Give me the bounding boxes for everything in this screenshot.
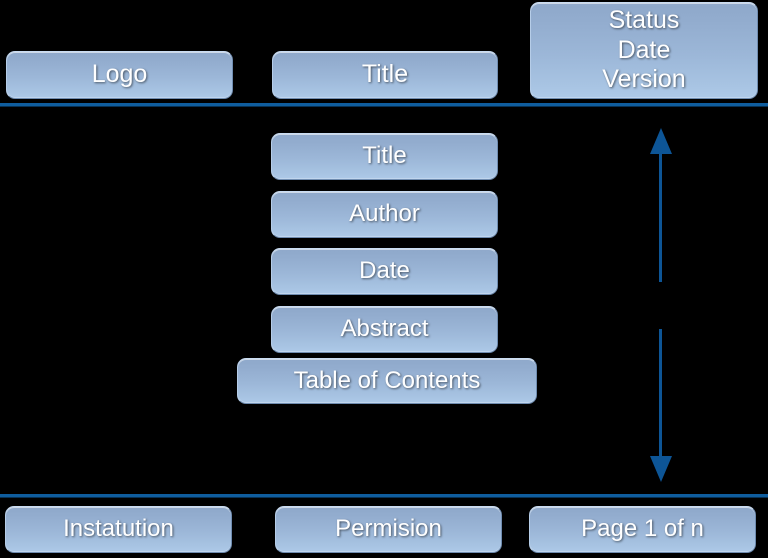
arrow-head-up-icon	[650, 128, 672, 154]
header-logo-label: Logo	[91, 60, 148, 89]
body-block-author[interactable]: Author	[271, 191, 498, 238]
header-title-box[interactable]: Title	[272, 51, 498, 99]
body-block-date[interactable]: Date	[271, 248, 498, 295]
page-height-arrow	[650, 128, 672, 482]
body-block-abstract[interactable]: Abstract	[271, 306, 498, 353]
body-block-table-of-contents[interactable]: Table of Contents	[237, 358, 537, 404]
arrow-shaft-upper	[659, 152, 662, 282]
footer-permission-box[interactable]: Permision	[275, 506, 502, 553]
header-divider	[0, 103, 768, 106]
footer-institution-label: Instatution	[63, 515, 174, 543]
header-title-label: Title	[361, 60, 409, 89]
header-meta-version: Version	[602, 65, 686, 94]
body-block-date-label: Date	[359, 257, 410, 285]
arrow-head-down-icon	[650, 456, 672, 482]
header-logo-box[interactable]: Logo	[6, 51, 233, 99]
header-meta-status: Status	[608, 6, 680, 35]
body-block-title[interactable]: Title	[271, 133, 498, 180]
header-meta-box[interactable]: Status Date Version	[530, 2, 758, 99]
arrow-shaft-lower	[659, 329, 662, 457]
footer-divider	[0, 494, 768, 497]
body-block-author-label: Author	[349, 200, 420, 228]
footer-page-box[interactable]: Page 1 of n	[529, 506, 756, 553]
footer-permission-label: Permision	[335, 515, 442, 543]
footer-page-label: Page 1 of n	[581, 515, 704, 543]
body-block-table-of-contents-label: Table of Contents	[293, 366, 481, 394]
header-meta-date: Date	[617, 35, 671, 64]
body-block-abstract-label: Abstract	[340, 315, 429, 343]
body-block-title-label: Title	[362, 142, 407, 170]
footer-institution-box[interactable]: Instatution	[5, 506, 232, 553]
